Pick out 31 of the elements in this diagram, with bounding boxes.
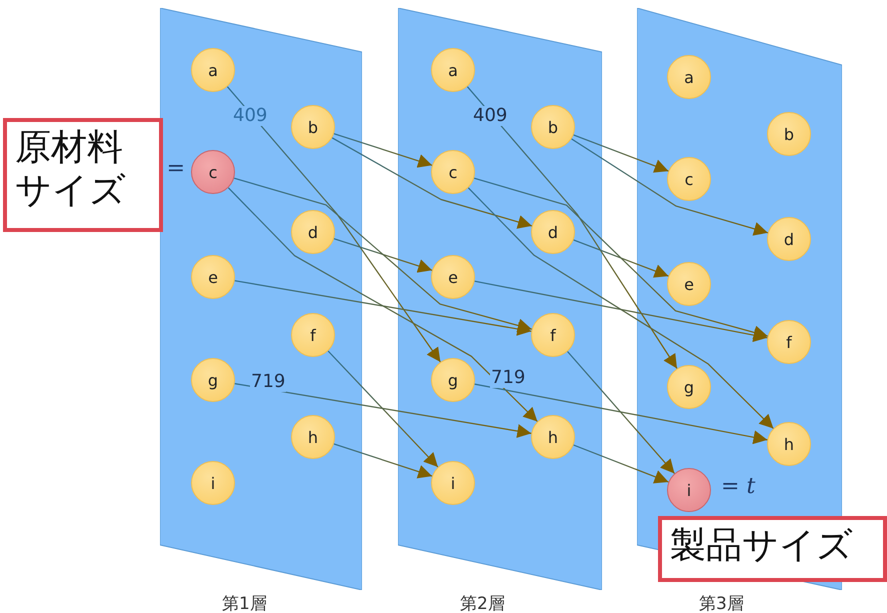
edge-label: 409 xyxy=(232,106,268,126)
layer-label: 第3層 xyxy=(699,593,744,613)
arrow xyxy=(334,443,432,478)
arrow xyxy=(226,86,441,362)
edge-label: 719 xyxy=(490,368,526,388)
arrow xyxy=(334,238,432,273)
arrow xyxy=(332,137,532,229)
edge-label: 719 xyxy=(250,372,286,392)
arrow xyxy=(474,384,768,444)
arrow xyxy=(573,134,669,173)
arrow xyxy=(571,138,768,236)
arrow xyxy=(328,350,438,468)
arrow xyxy=(466,86,678,369)
arrow xyxy=(474,178,768,340)
edge-label: 409 xyxy=(472,106,508,126)
arrow xyxy=(573,239,669,278)
layer-label: 第2層 xyxy=(460,593,505,613)
arrow xyxy=(567,351,675,474)
arrow xyxy=(234,383,532,438)
arrow xyxy=(234,178,532,332)
arrow xyxy=(334,133,432,168)
node-annotation: = t xyxy=(721,474,756,499)
text-box: 製品サイズ xyxy=(658,516,887,582)
text-box: 原材料サイズ xyxy=(3,118,163,232)
arrow xyxy=(234,280,532,336)
layer-label: 第1層 xyxy=(222,593,267,613)
node-annotation: = xyxy=(166,156,185,181)
arrow xyxy=(228,187,538,422)
arrow xyxy=(573,444,669,484)
arrow xyxy=(468,187,774,429)
arrow xyxy=(474,280,768,342)
